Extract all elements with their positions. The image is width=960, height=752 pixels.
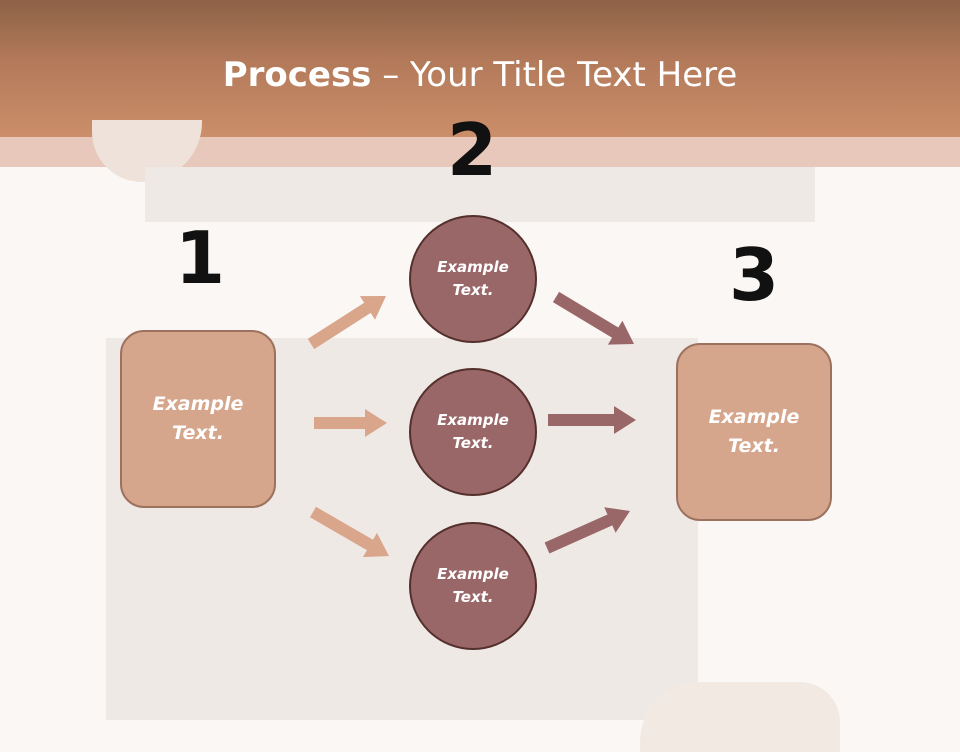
middle-circle-center: Example Text. <box>409 368 537 496</box>
middle-circle-top: Example Text. <box>409 215 537 343</box>
arrow-start-to-bottom <box>310 506 389 558</box>
circle-bottom-line1: Example <box>437 565 509 583</box>
step-number-2: 2 <box>446 108 498 192</box>
slide-title-rest: – Your Title Text Here <box>371 55 738 95</box>
title-banner <box>0 0 960 137</box>
start-box-line2: Text. <box>172 422 224 444</box>
circle-center-line2: Text. <box>452 434 494 452</box>
start-box-line1: Example <box>152 393 244 415</box>
arrow-top-to-end <box>552 291 634 345</box>
arrow-center-to-end <box>548 406 636 434</box>
circle-top-line2: Text. <box>452 281 494 299</box>
middle-circle-bottom: Example Text. <box>409 522 537 650</box>
end-box-line2: Text. <box>728 435 780 457</box>
circle-top-line1: Example <box>437 258 509 276</box>
arrow-bottom-to-end <box>544 507 630 554</box>
end-box-line1: Example <box>708 406 800 428</box>
paper-top-backdrop <box>145 167 815 222</box>
arrow-start-to-center <box>314 409 387 437</box>
circle-center-line1: Example <box>437 411 509 429</box>
arrow-start-to-top <box>307 296 386 350</box>
step-number-1: 1 <box>174 216 226 300</box>
end-box: Example Text. <box>676 343 832 521</box>
slide-title-bold: Process <box>222 55 372 95</box>
connector-arrows <box>307 291 636 558</box>
step-number-3: 3 <box>728 233 780 317</box>
circle-bottom-line2: Text. <box>452 588 494 606</box>
slide-title: Process – Your Title Text Here <box>0 52 960 98</box>
start-box: Example Text. <box>120 330 276 508</box>
